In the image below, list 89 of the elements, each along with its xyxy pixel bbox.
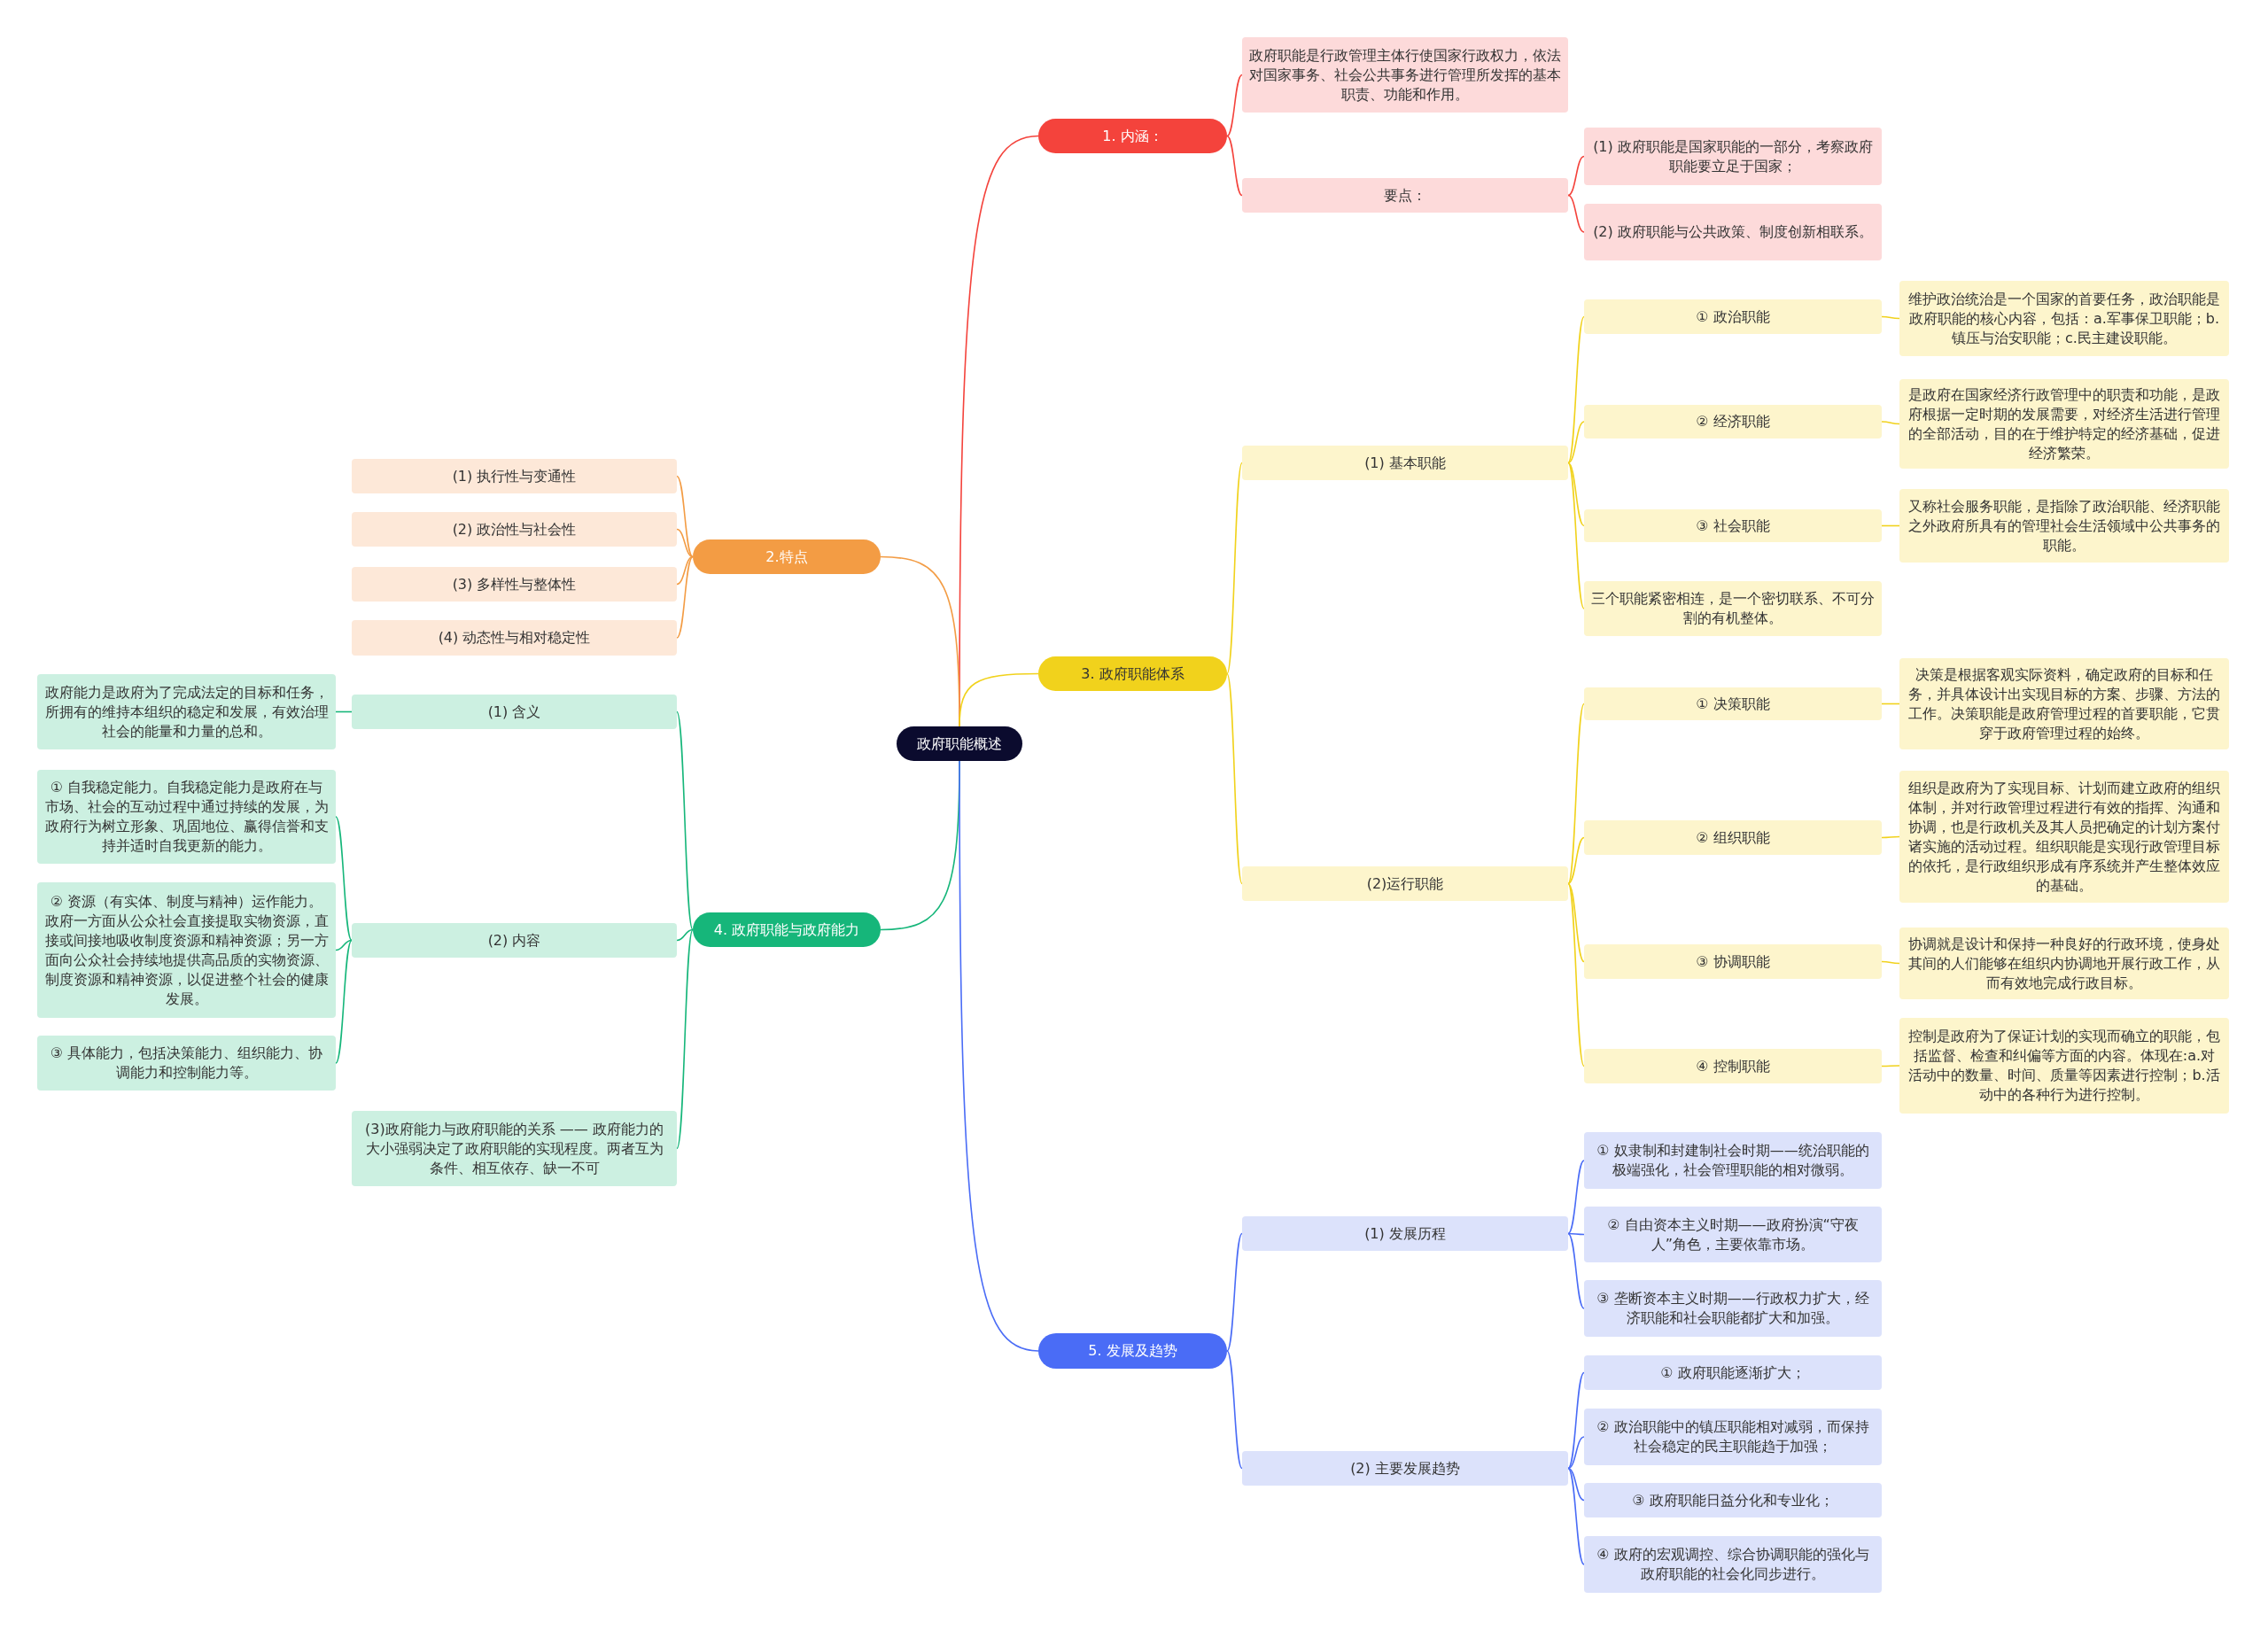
connector-line <box>676 555 694 586</box>
main-topic: 2.特点 <box>693 539 881 574</box>
subtopic-box: (2) 主要发展趋势 <box>1242 1451 1568 1486</box>
connector-line <box>676 555 694 639</box>
connector-line <box>1567 1232 1585 1236</box>
subtopic-box: (1) 执行性与变通性 <box>352 459 677 493</box>
note-box: ③ 垄断资本主义时期——行政权力扩大，经济职能和社会职能都扩大和加强。 <box>1584 1280 1882 1337</box>
connector-line <box>1567 1467 1585 1565</box>
note-box: ③ 具体能力，包括决策能力、组织能力、协调能力和控制能力等。 <box>37 1036 336 1091</box>
note-box: ① 自我稳定能力。自我稳定能力是政府在与市场、社会的互动过程中通过持续的发展，为政府行为树立形象、巩固地位、赢得信誉和支持并适时自我更新的能力。 <box>37 770 336 864</box>
subtopic-box: ① 政府职能逐渐扩大； <box>1584 1355 1882 1390</box>
central-topic: 政府职能概述 <box>897 726 1022 761</box>
note-box: 政府职能是行政管理主体行使国家行政权力，依法对国家事务、社会公共事务进行管理所发挥的基本职责、功能和作用。 <box>1242 37 1568 113</box>
subtopic-box: ① 政治职能 <box>1584 299 1882 334</box>
note-box: (3)政府能力与政府职能的关系 —— 政府能力的大小强弱决定了政府职能的实现程度。两者互为条件、相互依存、缺一不可 <box>352 1111 677 1186</box>
connector-line <box>1567 882 1585 963</box>
subtopic-box: 要点： <box>1242 178 1568 213</box>
connector-line <box>1567 1160 1585 1235</box>
subtopic-box: ① 决策职能 <box>1584 687 1882 720</box>
connector-line <box>1881 835 1900 839</box>
connector-line <box>1567 155 1585 197</box>
connector-line <box>1226 1350 1243 1470</box>
connector-line <box>1881 524 1900 527</box>
subtopic-box: (2)运行职能 <box>1242 866 1568 901</box>
main-topic: 5. 发展及趋势 <box>1038 1333 1227 1369</box>
connector-line <box>1226 1232 1243 1352</box>
subtopic-box: (3) 多样性与整体性 <box>352 567 677 602</box>
subtopic-box: (1) 发展历程 <box>1242 1216 1568 1251</box>
connector-line <box>1226 672 1243 885</box>
connector-line <box>1567 194 1585 233</box>
connector-line <box>1567 462 1585 609</box>
note-box: 政府能力是政府为了完成法定的目标和任务，所拥有的维持本组织的稳定和发展，有效治理社会的能量和力量的总和。 <box>37 674 336 749</box>
subtopic-box: ③ 社会职能 <box>1584 509 1882 542</box>
note-box: ② 资源（有实体、制度与精神）运作能力。政府一方面从公众社会直接提取实物资源，直接或间接地吸收制度资源和精神资源；另一方面向公众社会持续地提供高品质的实物资源、制度资源和精神资源，以促进整个社会的健康发展。 <box>37 882 336 1018</box>
connector-line <box>1226 74 1243 137</box>
connector-line <box>676 528 694 558</box>
main-topic: 4. 政府职能与政府能力 <box>693 912 881 947</box>
subtopic-box: ② 经济职能 <box>1584 405 1882 439</box>
note-box: (2) 政府职能与公共政策、制度创新相联系。 <box>1584 204 1882 260</box>
note-box: 决策是根据客观实际资料，确定政府的目标和任务，并具体设计出实现目标的方案、步骤、方法的工作。决策职能是政府管理过程的首要职能，它贯穿于政府管理过程的始终。 <box>1899 658 2229 749</box>
connector-line <box>1567 1436 1585 1470</box>
main-topic: 1. 内涵： <box>1038 119 1227 153</box>
note-box: ② 政治职能中的镇压职能相对减弱，而保持社会稳定的民主职能趋于加强； <box>1584 1409 1882 1465</box>
subtopic-box: (2) 政治性与社会性 <box>352 512 677 547</box>
note-box: ④ 政府的宏观调控、综合协调职能的强化与政府职能的社会化同步进行。 <box>1584 1536 1882 1593</box>
connector-line <box>1881 315 1900 320</box>
connector-line <box>1881 421 1900 425</box>
connector-line <box>1567 1232 1585 1309</box>
connector-line <box>676 928 694 942</box>
note-box: ② 自由资本主义时期——政府扮演“守夜人”角色，主要依靠市场。 <box>1584 1207 1882 1262</box>
subtopic-box: (1) 基本职能 <box>1242 446 1568 480</box>
connector-line <box>1567 702 1585 885</box>
connector-line <box>959 760 1039 1352</box>
subtopic-box: (2) 内容 <box>352 923 677 958</box>
connector-line <box>1567 421 1585 464</box>
connector-line <box>676 475 694 558</box>
connector-line <box>1226 462 1243 675</box>
connector-line <box>1881 1065 1900 1067</box>
connector-line <box>1567 882 1585 1067</box>
connector-line <box>335 816 353 942</box>
subtopic-box: ③ 政府职能日益分化和专业化； <box>1584 1483 1882 1517</box>
connector-line <box>335 939 353 1064</box>
note-box: 协调就是设计和保持一种良好的行政环境，使身处其间的人们能够在组织内协调地开展行政工作，从而有效地完成行政目标。 <box>1899 928 2229 999</box>
subtopic-box: ④ 控制职能 <box>1584 1049 1882 1083</box>
note-box: 是政府在国家经济行政管理中的职责和功能，是政府根据一定时期的发展需要，对经济生活进行管理的全部活动，目的在于维护特定的经济基础，促进经济繁荣。 <box>1899 379 2229 469</box>
note-box: 维护政治统治是一个国家的首要任务，政治职能是政府职能的核心内容，包括：a.军事保卫职能；b.镇压与治安职能；c.民主建设职能。 <box>1899 281 2229 356</box>
subtopic-box: (4) 动态性与相对稳定性 <box>352 620 677 656</box>
note-box: ① 奴隶制和封建制社会时期——统治职能的极端强化，社会管理职能的相对微弱。 <box>1584 1132 1882 1189</box>
connector-line <box>1881 702 1900 705</box>
connector-line <box>1567 1467 1585 1502</box>
note-box: 控制是政府为了保证计划的实现而确立的职能，包括监督、检查和纠偏等方面的内容。体现在:a.对活动中的数量、时间、质量等因素进行控制；b.活动中的各种行为进行控制。 <box>1899 1018 2229 1114</box>
subtopic-box: ② 组织职能 <box>1584 820 1882 855</box>
connector-line <box>1226 135 1243 197</box>
note-box: (1) 政府职能是国家职能的一部分，考察政府职能要立足于国家； <box>1584 128 1882 185</box>
connector-line <box>1567 462 1585 527</box>
note-box: 又称社会服务职能，是指除了政治职能、经济职能之外政府所具有的管理社会生活领域中公共事务的职能。 <box>1899 489 2229 563</box>
connector-line <box>1567 836 1585 885</box>
subtopic-box: ③ 协调职能 <box>1584 944 1882 979</box>
connector-line <box>1567 1371 1585 1470</box>
subtopic-box: (1) 含义 <box>352 695 677 729</box>
connector-line <box>1567 315 1585 464</box>
connector-line <box>335 939 353 951</box>
connector-line <box>1881 960 1900 965</box>
connector-line <box>959 672 1039 727</box>
note-box: 三个职能紧密相连，是一个密切联系、不可分割的有机整体。 <box>1584 581 1882 636</box>
connector-line <box>676 928 694 1150</box>
connector-line <box>676 710 694 931</box>
main-topic: 3. 政府职能体系 <box>1038 656 1227 691</box>
note-box: 组织是政府为了实现目标、计划而建立政府的组织体制，并对行政管理过程进行有效的指挥、沟通和协调，也是行政机关及其人员把确定的计划方案付诸实施的活动过程。组织职能是实现行政管理目标的依托，是行政组织形成有序系统并产生整体效应的基础。 <box>1899 771 2229 903</box>
